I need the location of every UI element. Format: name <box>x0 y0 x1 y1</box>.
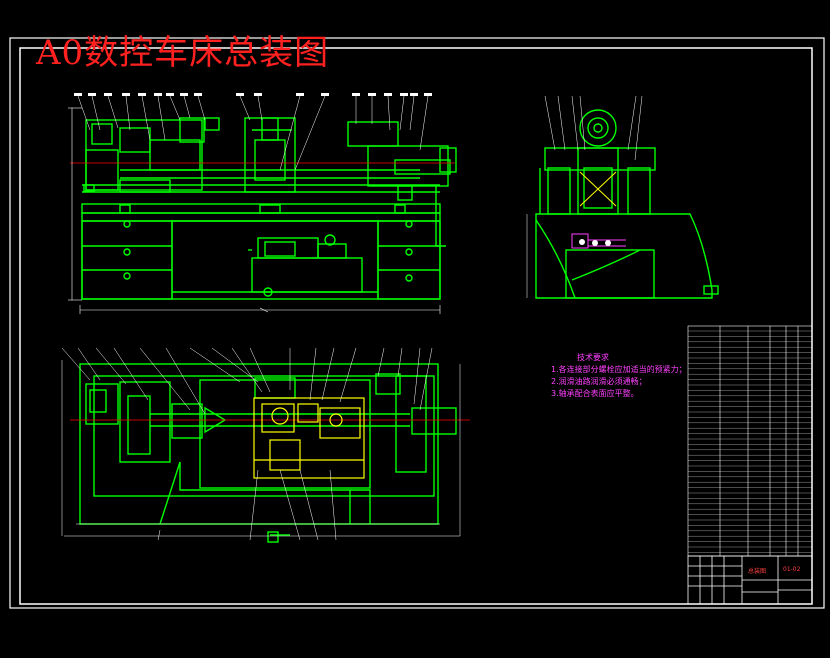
tech-req-item: 2.润滑油路润滑必须通畅； <box>551 377 647 386</box>
tech-req-item: 3.轴承配合表面应平整。 <box>551 389 639 398</box>
technical-requirements: 技术要求 1.各连接部分螺栓应加适当的预紧力； 2.润滑油路润滑必须通畅； 3.… <box>551 352 687 400</box>
side-view-dims <box>526 95 643 298</box>
tech-req-item: 1.各连接部分螺栓应加适当的预紧力； <box>551 365 687 374</box>
front-view <box>81 117 457 300</box>
title-block-code: 01-02 <box>783 566 801 573</box>
tech-req-heading: 技术要求 <box>577 353 609 362</box>
side-view-yellow-part <box>579 171 617 207</box>
title-block <box>687 555 813 605</box>
top-view-dims <box>61 347 461 541</box>
front-view-balloons <box>74 93 432 96</box>
outer-frame <box>9 37 825 609</box>
drawing-title: A0数控车床总装图 <box>36 33 330 73</box>
side-view <box>535 109 719 299</box>
side-view-markers <box>579 239 611 246</box>
side-view-magenta-detail <box>571 233 626 249</box>
title-block-name: 总装图 <box>748 568 767 575</box>
top-view <box>79 363 457 543</box>
top-view-yellow-parts <box>253 397 365 479</box>
parts-list-rows <box>688 330 812 553</box>
parts-list-table <box>687 325 813 557</box>
front-view-leaders <box>77 95 429 171</box>
front-view-dimensions <box>68 107 441 314</box>
